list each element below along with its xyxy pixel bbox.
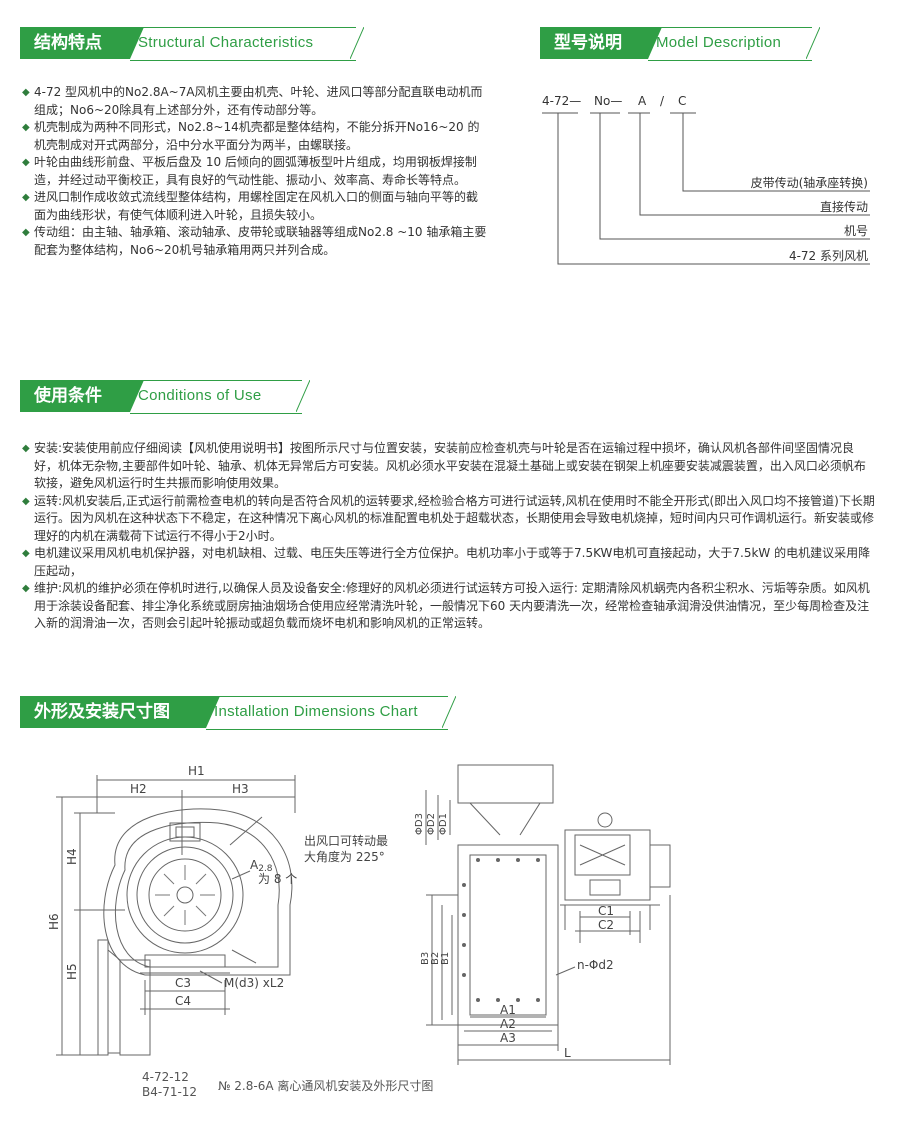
list-item: ◆机壳制成为两种不同形式，No2.8~14机壳都是整体结构，不能分拆开No16~…: [22, 120, 480, 152]
dim-h3-label: H3: [232, 782, 249, 796]
model-label-direct: 直接传动: [819, 200, 868, 214]
dim-b3-label: B3: [420, 952, 431, 965]
diamond-bullet-icon: ◆: [22, 157, 30, 168]
dim-c3-label: C3: [175, 976, 191, 990]
header-outline-end: [442, 696, 456, 728]
list-item: ◆传动组：由主轴、轴承箱、滚动轴承、皮带轮或联轴器等组成No2.8 ~10 轴承…: [22, 225, 487, 257]
list-item: ◆维护:风机的维护必须在停机时进行,以确保人员及设备安全:修理好的风机必须进行试…: [22, 581, 870, 630]
diamond-bullet-icon: ◆: [22, 227, 30, 238]
dim-h2-label: H2: [130, 782, 147, 796]
drawing-caption-title: № 2.8-6A 离心通风机安装及外形尺寸图: [218, 1079, 434, 1093]
model-label-number: 机号: [843, 224, 868, 238]
diamond-bullet-icon: ◆: [22, 87, 30, 98]
dim-d3-label: ΦD3: [414, 813, 425, 835]
section-title-cn: 使用条件: [20, 380, 144, 412]
structural-list: ◆4-72 型风机中的No2.8A~7A风机主要由机壳、叶轮、进风口等部分配直联…: [22, 84, 488, 259]
outlet-note-line2: 大角度为 225°: [304, 849, 385, 864]
diamond-bullet-icon: ◆: [22, 495, 30, 507]
diamond-bullet-icon: ◆: [22, 443, 30, 454]
dim-l-label: L: [564, 1046, 571, 1060]
list-item: ◆进风口制作成收敛式流线型整体结构，用螺栓固定在风机入口的侧面与轴向平等的截面为…: [22, 190, 479, 222]
holes-a-label: A2.8: [250, 858, 273, 874]
model-code: 4-72— No— A / C 皮带传动(轴承座转换) 直接传动 机号 4-72…: [540, 94, 880, 274]
diamond-bullet-icon: ◆: [22, 583, 30, 594]
dim-a2-label: A2: [500, 1017, 516, 1031]
dim-h4-label: H4: [65, 848, 79, 865]
diamond-bullet-icon: ◆: [22, 122, 30, 133]
dim-c4-label: C4: [175, 994, 191, 1008]
list-item: ◆叶轮由曲线形前盘、平板后盘及 10 后倾向的圆弧薄板型叶片组成，均用钢板焊接制…: [22, 155, 477, 187]
model-leader-lines: [542, 112, 870, 265]
diamond-bullet-icon: ◆: [22, 192, 30, 203]
model-code-a: A: [638, 94, 647, 108]
drawing-caption-models: 4-72-12 B4-71-12: [142, 1070, 198, 1099]
outlet-note-line1: 出风口可转动最: [304, 833, 388, 848]
model-code-slash: /: [660, 94, 665, 108]
section-header-structural: 结构特点 Structural Characteristics: [20, 27, 364, 61]
section-title-en: Installation Dimensions Chart: [214, 703, 418, 720]
list-item: ◆电机建议采用风机电机保护器，对电机缺相、过载、电压失压等进行全方位保护。电机功…: [22, 546, 871, 578]
section-title-cn: 结构特点: [20, 27, 144, 59]
section-header-model: 型号说明 Model Description: [540, 27, 820, 61]
conditions-list: ◆安装:安装使用前应仔细阅读【风机使用说明书】按图所示尺寸与位置安装，安装前应检…: [22, 440, 876, 633]
model-code-no: No—: [594, 94, 623, 108]
dim-a1-label: A1: [500, 1003, 516, 1017]
section-title-en: Conditions of Use: [138, 387, 262, 404]
dim-a3-label: A3: [500, 1031, 516, 1045]
dim-c2-label: C2: [598, 918, 614, 932]
model-code-c: C: [678, 94, 687, 108]
diamond-bullet-icon: ◆: [22, 548, 30, 559]
dim-h6-label: H6: [47, 913, 61, 930]
section-title-cn: 型号说明: [540, 27, 662, 59]
list-item: ◆4-72 型风机中的No2.8A~7A风机主要由机壳、叶轮、进风口等部分配直联…: [22, 85, 483, 117]
model-code-series: 4-72—: [542, 94, 582, 108]
holes-nd2-label: n-Φd2: [577, 958, 614, 972]
header-outline-end: [296, 380, 310, 412]
model-label-series: 4-72 系列风机: [788, 249, 868, 263]
installation-drawing: H1 H2 H3 H4 H5 H6 C3 C4 M(d3) xL2 出风口可转动…: [47, 764, 671, 1065]
section-title-en: Model Description: [656, 34, 782, 51]
dim-c1-label: C1: [598, 904, 614, 918]
dim-d2-label: ΦD2: [426, 813, 437, 835]
section-header-installation: 外形及安装尺寸图 Installation Dimensions Chart: [20, 696, 466, 730]
header-outline-end: [350, 27, 364, 59]
section-header-conditions: 使用条件 Conditions of Use: [20, 380, 310, 414]
dim-d1-label: ΦD1: [438, 813, 449, 835]
section-title-en: Structural Characteristics: [138, 34, 314, 51]
list-item: ◆运转:风机安装后,正式运行前需检查电机的转向是否符合风机的运转要求,经检验合格…: [22, 493, 875, 543]
dim-h1-label: H1: [188, 764, 205, 778]
header-outline: [130, 27, 356, 61]
model-label-belt: 皮带传动(轴承座转换): [750, 176, 868, 190]
holes-a-count: 为 8 个: [258, 872, 297, 886]
dim-b2-label: B2: [430, 952, 441, 965]
header-outline: [648, 27, 812, 61]
dim-h5-label: H5: [65, 963, 79, 980]
dim-b1-label: B1: [440, 952, 451, 965]
section-title-cn: 外形及安装尺寸图: [20, 696, 220, 728]
header-outline-end: [806, 27, 820, 59]
header-outline: [130, 380, 302, 414]
list-item: ◆安装:安装使用前应仔细阅读【风机使用说明书】按图所示尺寸与位置安装，安装前应检…: [22, 441, 866, 490]
dim-m-label: M(d3) xL2: [224, 976, 284, 990]
header-outline: [206, 696, 448, 730]
